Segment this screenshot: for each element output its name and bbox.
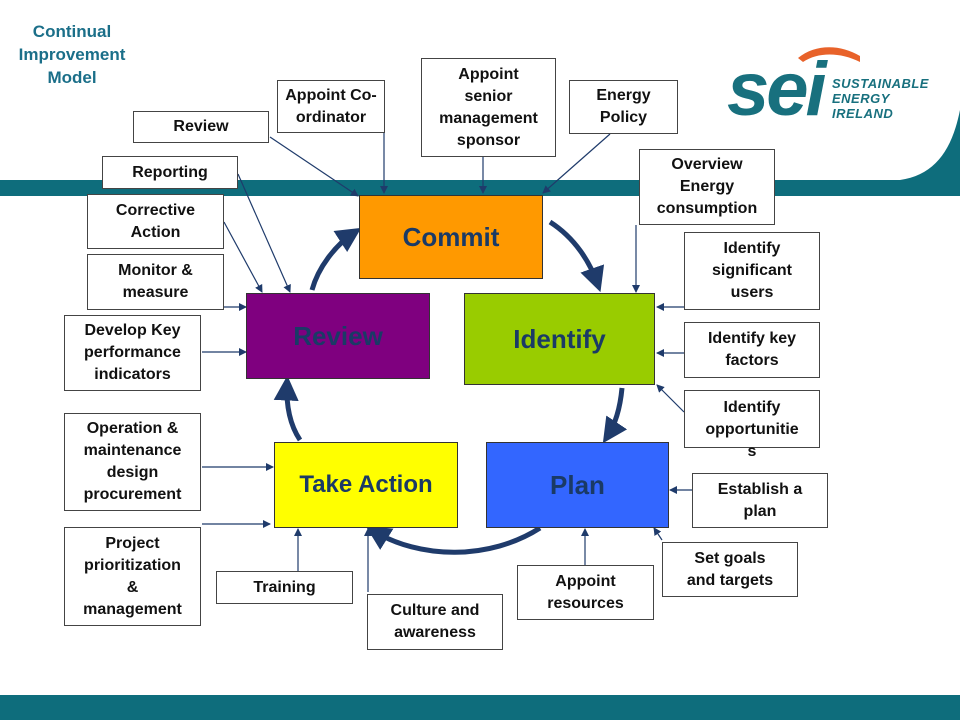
bottom-band — [0, 695, 960, 720]
overview-energy-box: Overview Energy consumption — [639, 149, 775, 225]
diagram-title: Continual Improvement Model — [18, 22, 126, 87]
appoint-senior-sponsor-box: Appoint senior management sponsor — [421, 58, 556, 157]
identify-significant-users-box: Identify significant users — [684, 232, 820, 310]
cycle-arrow-takeaction-review — [273, 375, 303, 442]
connector-arrow — [542, 133, 611, 194]
cycle-arrow-identify-plan — [602, 387, 628, 444]
logo-swoosh-icon — [798, 47, 860, 62]
stage-take-action: Take Action — [274, 442, 458, 528]
monitor-measure-box: Monitor & measure — [87, 254, 224, 310]
identify-opportunities-box: Identify opportunitie s — [684, 390, 820, 460]
energy-policy-box: Energy Policy — [569, 80, 678, 134]
reporting-box: Reporting — [102, 156, 238, 189]
connector-arrow — [269, 136, 359, 197]
connector-arrow — [656, 384, 685, 413]
connector-arrow — [653, 527, 663, 541]
cycle-arrow-commit-identify — [548, 219, 605, 293]
review-input-box: Review — [133, 111, 269, 143]
stage-review: Review — [246, 293, 430, 379]
stage-commit: Commit — [359, 195, 543, 279]
connector-arrow — [237, 173, 291, 293]
culture-awareness-box: Culture and awareness — [367, 594, 503, 650]
identify-key-factors-box: Identify key factors — [684, 322, 820, 378]
stage-plan: Plan — [486, 442, 669, 528]
cycle-arrow-review-commit — [309, 227, 362, 291]
appoint-coordinator-box: Appoint Co- ordinator — [277, 80, 385, 133]
cycle-arrow-plan-takeaction — [365, 525, 542, 555]
logo-tagline: SUSTAINABLE ENERGY IRELAND — [832, 76, 929, 121]
develop-kpi-box: Develop Key performance indicators — [64, 315, 201, 391]
project-prioritization-box: Project prioritization & management — [64, 527, 201, 626]
corrective-action-box: Corrective Action — [87, 194, 224, 249]
operation-maintenance-box: Operation & maintenance design procureme… — [64, 413, 201, 511]
connector-arrow — [223, 221, 263, 293]
logo-wordmark: sei — [727, 47, 827, 132]
training-box: Training — [216, 571, 353, 604]
stage-identify: Identify — [464, 293, 655, 385]
set-goals-box: Set goals and targets — [662, 542, 798, 597]
appoint-resources-box: Appoint resources — [517, 565, 654, 620]
establish-plan-box: Establish a plan — [692, 473, 828, 528]
sei-logo: sei SUSTAINABLE ENERGY IRELAND — [700, 40, 960, 160]
